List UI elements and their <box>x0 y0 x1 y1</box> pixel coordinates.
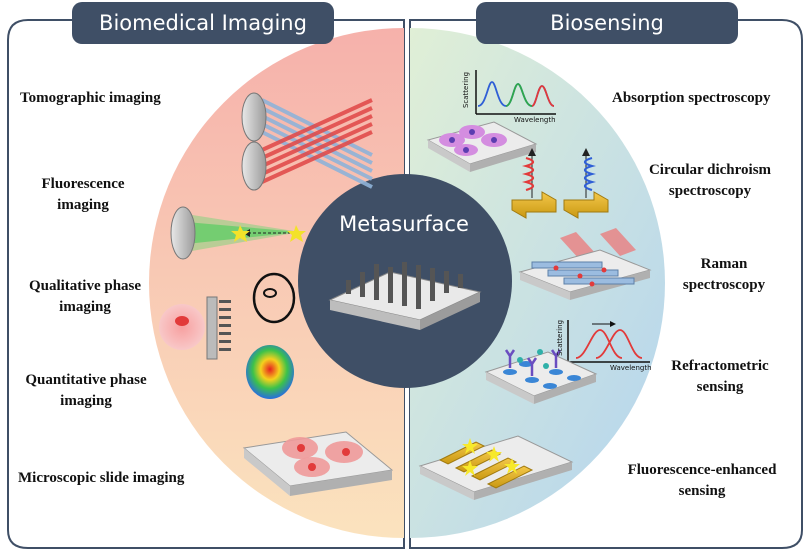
absorption-inset-ylabel: Scattering <box>462 71 471 109</box>
label-fluorescence-imaging: Fluorescence imaging <box>41 176 125 213</box>
microscopic-slide-illustration <box>242 431 394 496</box>
left-panel-title: Biomedical Imaging <box>72 2 334 44</box>
tomographic-imaging-illustration <box>241 92 373 191</box>
raman-spectroscopy-illustration <box>518 228 652 300</box>
fluorescence-enhanced-illustration <box>418 435 574 500</box>
absorption-inset-xlabel: Wavelength <box>514 116 556 124</box>
label-quantitative-phase-imaging: Quantitative phase imaging <box>25 372 147 409</box>
metasurface-chip-icon <box>328 262 482 330</box>
label-microscopic-slide-imaging: Microscopic slide imaging <box>18 470 185 486</box>
right-panel-title: Biosensing <box>476 2 738 44</box>
refractometric-sensing-illustration <box>484 320 650 404</box>
refractometric-inset-xlabel: Wavelength <box>610 364 652 372</box>
absorption-spectroscopy-illustration <box>426 70 556 172</box>
label-circular-dichroism-spectroscopy: Circular dichroism spectroscopy <box>648 162 772 199</box>
label-qualitative-phase-imaging: Qualitative phase imaging <box>28 278 142 315</box>
label-tomographic-imaging: Tomographic imaging <box>20 90 161 106</box>
label-fluorescence-enhanced-sensing: Fluorescence-enhanced sensing <box>627 462 777 499</box>
label-refractometric-sensing: Refractometric sensing <box>671 358 769 395</box>
refractometric-inset-ylabel: Scattering <box>556 319 565 357</box>
label-raman-spectroscopy: Raman spectroscopy <box>682 256 766 293</box>
label-absorption-spectroscopy: Absorption spectroscopy <box>612 90 771 106</box>
center-title: Metasurface <box>339 212 469 236</box>
circular-dichroism-illustration <box>511 148 609 219</box>
phase-imaging-illustration <box>159 272 296 399</box>
fluorescence-imaging-illustration <box>170 206 306 260</box>
